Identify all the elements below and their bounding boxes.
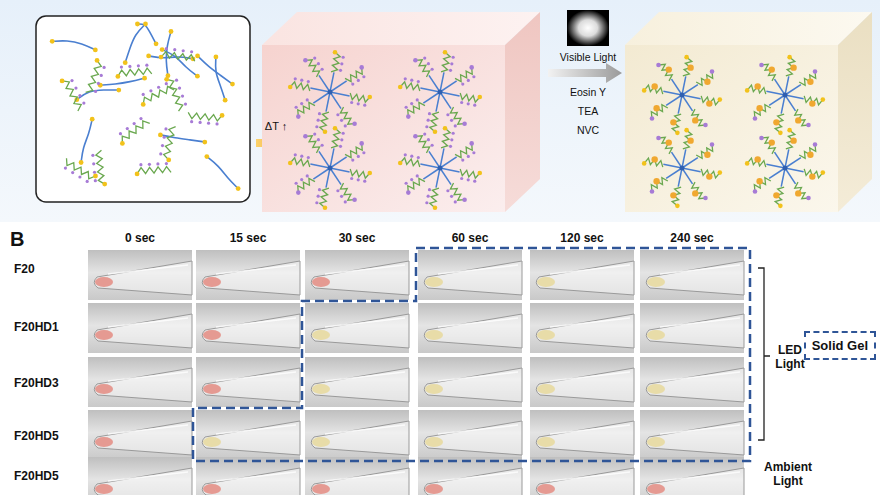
panel-background xyxy=(0,0,880,222)
time-header: 120 sec xyxy=(560,232,603,246)
legend-box: Solid Gel xyxy=(804,331,876,360)
condition-label: Visible Light xyxy=(560,51,616,63)
tube-photo xyxy=(418,250,522,300)
time-header: 15 sec xyxy=(230,232,267,246)
sample-name: F20HD5 xyxy=(14,430,59,444)
time-header: 30 sec xyxy=(339,232,376,246)
tube-photo xyxy=(88,410,192,460)
tube-photo xyxy=(640,457,744,495)
tube-photo xyxy=(305,457,409,495)
tube-photo xyxy=(640,410,744,460)
time-header: 60 sec xyxy=(452,232,489,246)
tube-photo xyxy=(530,410,634,460)
tube-photo xyxy=(196,303,300,353)
sample-name: F20HD5 xyxy=(14,470,59,484)
condition-label: NVC xyxy=(577,124,599,136)
tube-photo xyxy=(88,250,192,300)
tube-photo xyxy=(88,457,192,495)
crosslinked-gel-cube xyxy=(625,12,872,212)
sample-name: F20 xyxy=(14,263,35,277)
tube-photo xyxy=(640,357,744,407)
tube-photo xyxy=(418,457,522,495)
tube-photo xyxy=(530,303,634,353)
tube-photo xyxy=(640,303,744,353)
tube-photo xyxy=(418,303,522,353)
tube-photo xyxy=(88,303,192,353)
tube-photo xyxy=(196,457,300,495)
light-icon xyxy=(567,10,609,46)
tube-photo xyxy=(530,250,634,300)
solid-gel-outline xyxy=(193,248,750,461)
panel-letter: B xyxy=(10,228,24,251)
tube-photo xyxy=(196,357,300,407)
tube-photo xyxy=(418,410,522,460)
tube-photo xyxy=(305,250,409,300)
tube-photo xyxy=(305,410,409,460)
tube-photo xyxy=(88,357,192,407)
polymer-solution-panel xyxy=(36,16,250,202)
condition-label: Eosin Y xyxy=(570,86,606,98)
box-label: Solid Gel xyxy=(812,338,868,353)
tube-photo xyxy=(196,410,300,460)
time-header: 240 sec xyxy=(670,232,713,246)
condition-label: TEA xyxy=(578,105,598,117)
sample-name: F20HD3 xyxy=(14,377,59,391)
bracket xyxy=(758,268,770,440)
tube-photo xyxy=(418,357,522,407)
light-arrow xyxy=(548,63,622,83)
tube-photo xyxy=(196,250,300,300)
tube-photo xyxy=(530,357,634,407)
condition-label: ΔT ↑ xyxy=(265,120,287,133)
tube-photo xyxy=(305,357,409,407)
time-header: 0 sec xyxy=(125,232,155,246)
micelle-gel-cube xyxy=(262,12,540,212)
light-condition: Ambient Light xyxy=(757,461,819,489)
tube-photo xyxy=(640,250,744,300)
sample-name: F20HD1 xyxy=(14,321,59,335)
tube-photo xyxy=(305,303,409,353)
tube-photo xyxy=(530,457,634,495)
